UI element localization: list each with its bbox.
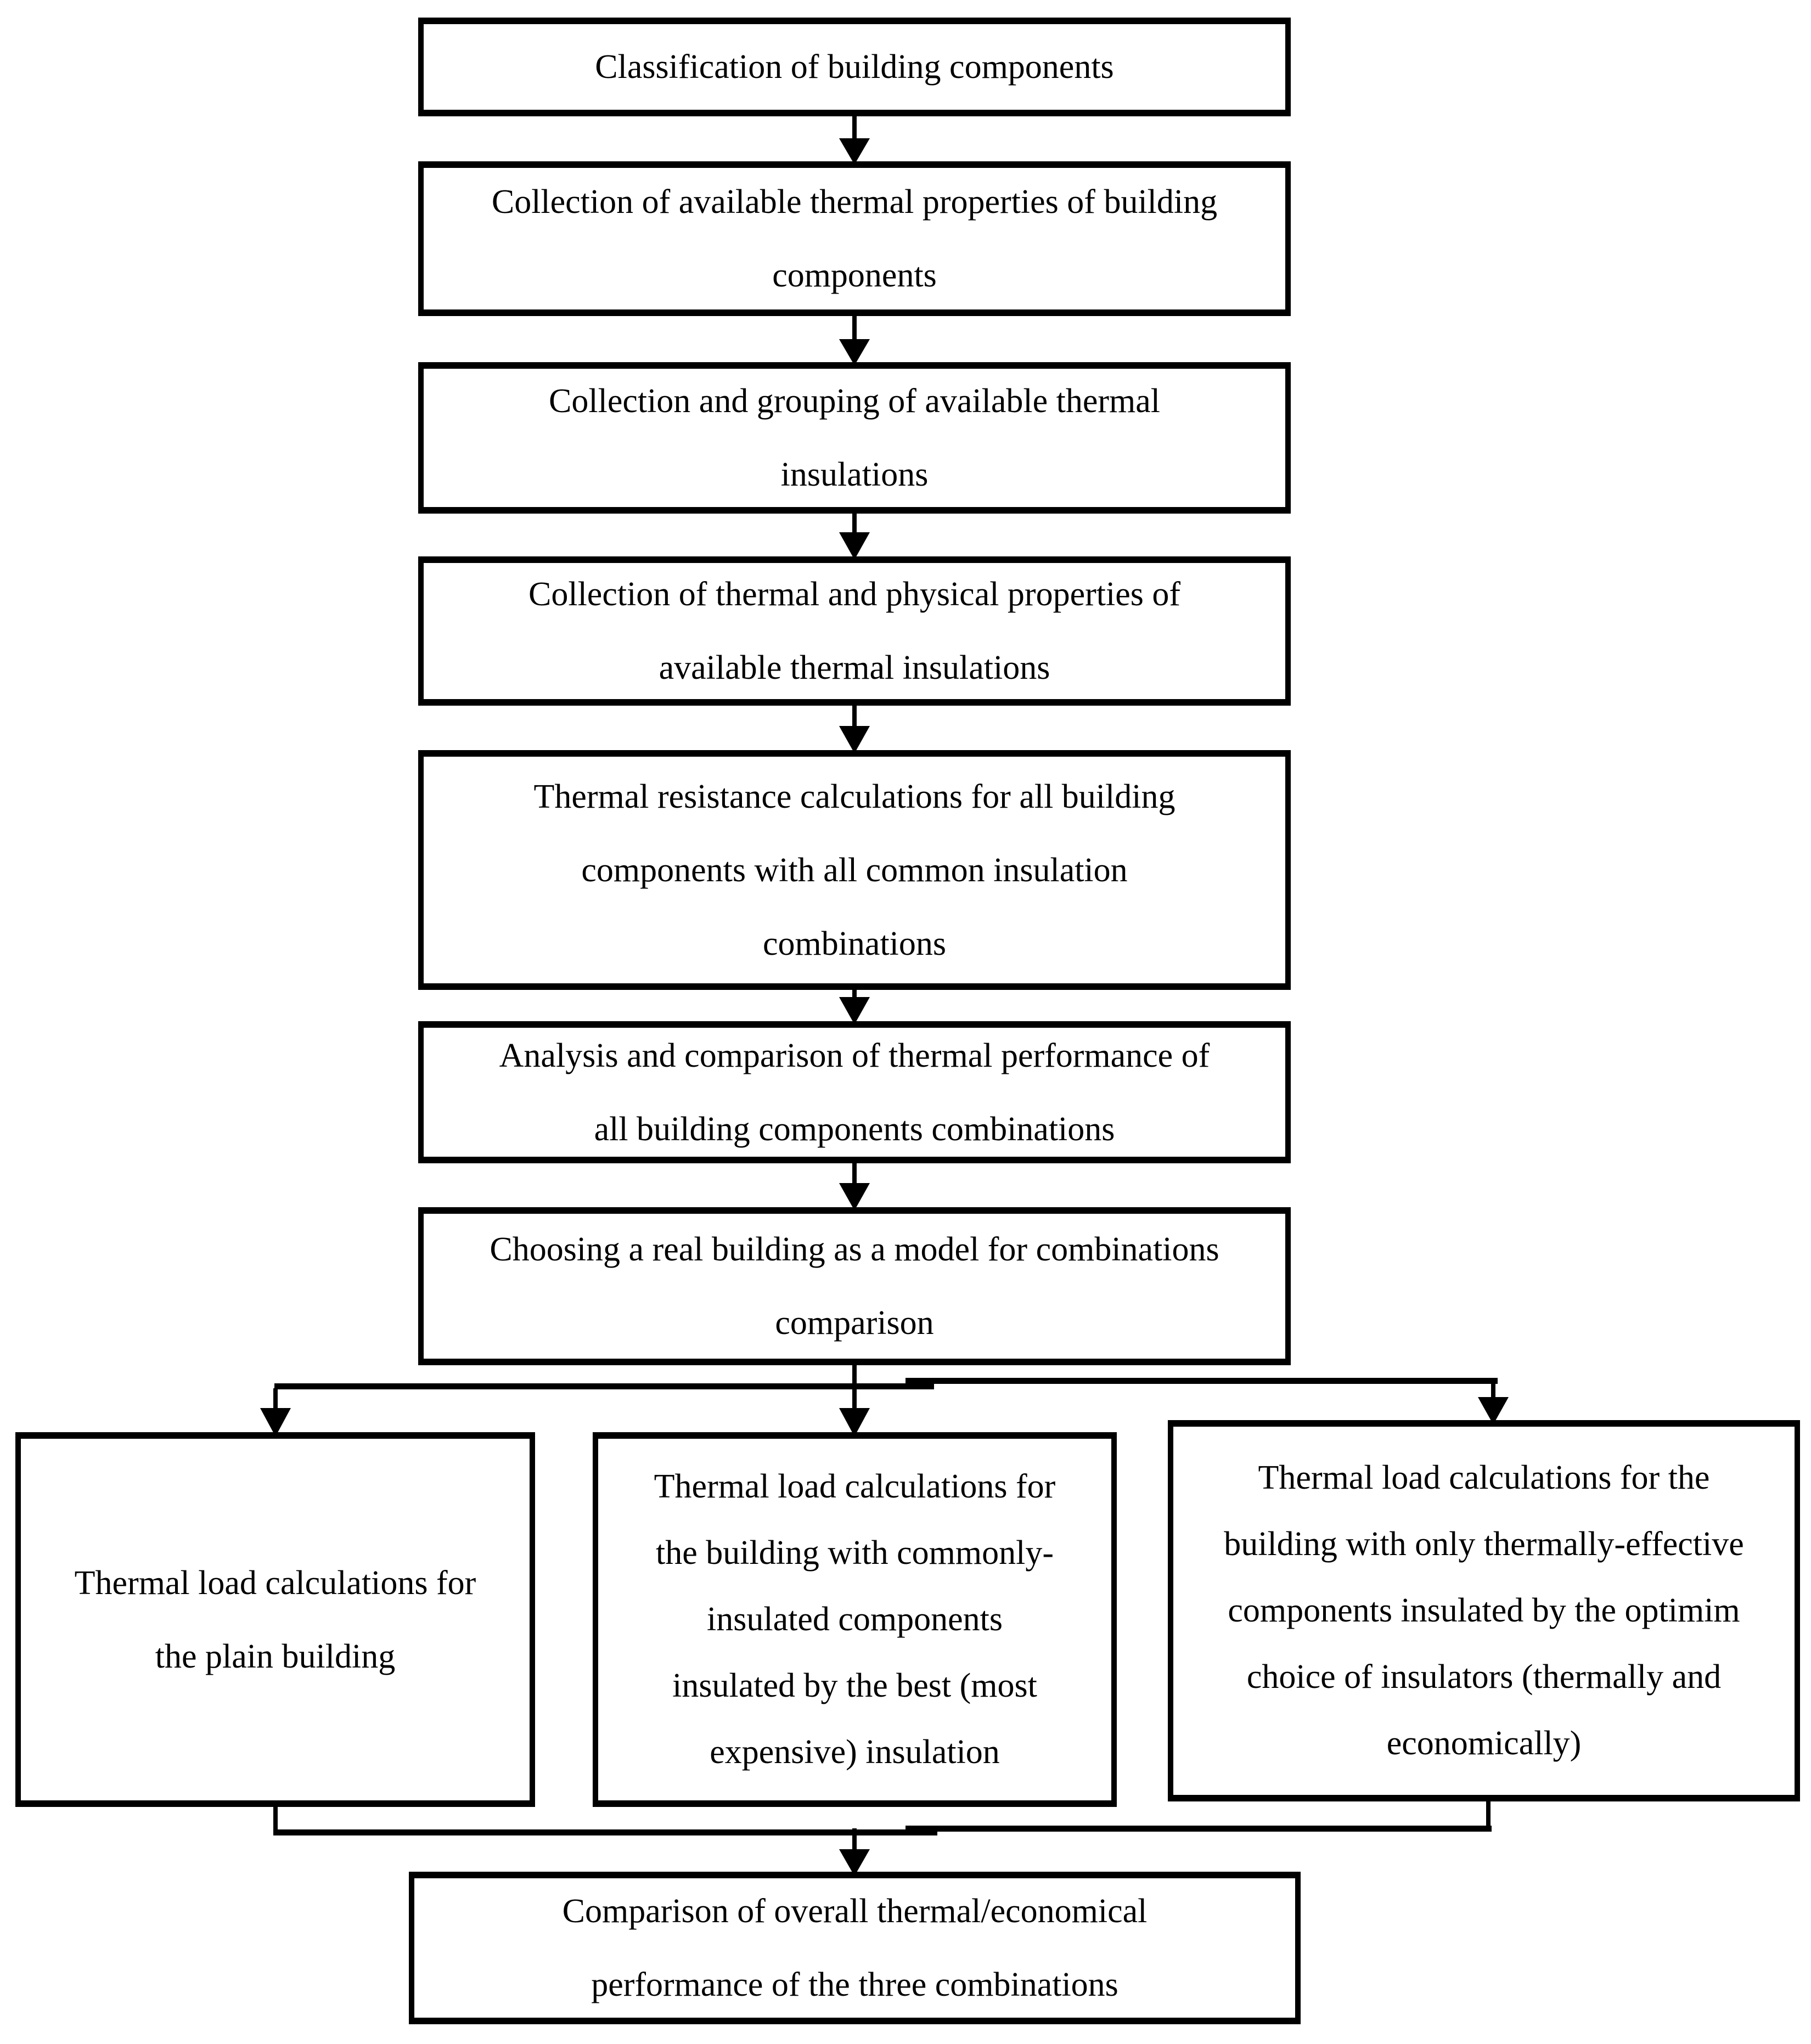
flow-step-text: Choosing a real building as a model for … bbox=[490, 1231, 1219, 1268]
flow-step-plain-building: Thermal load calculations for the plain … bbox=[15, 1432, 535, 1807]
flow-step-text: components bbox=[772, 257, 937, 294]
arrow-down-icon bbox=[260, 1388, 291, 1437]
arrow-down-icon bbox=[1478, 1382, 1509, 1424]
flow-step-analysis-comparison: Analysis and comparison of thermal perfo… bbox=[418, 1021, 1291, 1163]
flow-step-final-comparison: Comparison of overall thermal/economical… bbox=[409, 1872, 1301, 2024]
flow-step-text: insulations bbox=[780, 456, 929, 493]
flow-step-text: all building components combinations bbox=[594, 1110, 1115, 1148]
flow-step-text: Collection of thermal and physical prope… bbox=[528, 576, 1180, 613]
arrow-down-icon bbox=[839, 113, 870, 165]
flow-step-text: Comparison of overall thermal/economical bbox=[562, 1893, 1148, 1930]
flow-step-collect-insulations: Collection and grouping of available the… bbox=[418, 362, 1291, 514]
flow-step-text: components insulated by the optimim bbox=[1228, 1592, 1740, 1629]
flow-step-text: insulated by the best (most bbox=[672, 1667, 1037, 1704]
arrow-down-icon bbox=[839, 988, 870, 1024]
arrow-down-icon bbox=[839, 1161, 870, 1210]
flow-step-collect-insulation-properties: Collection of thermal and physical prope… bbox=[418, 556, 1291, 706]
flow-step-text: choice of insulators (thermally and bbox=[1246, 1658, 1722, 1696]
flow-step-text: Collection of available thermal properti… bbox=[491, 183, 1218, 221]
flow-step-classification: Classification of building components bbox=[418, 18, 1291, 116]
arrow-down-icon bbox=[839, 1388, 870, 1437]
flow-step-text: Classification of building components bbox=[595, 48, 1114, 86]
flow-step-text: the building with commonly- bbox=[656, 1534, 1054, 1572]
flow-step-text: economically) bbox=[1386, 1725, 1582, 1762]
flow-step-text: Thermal load calculations for the bbox=[1258, 1459, 1710, 1496]
flow-step-text: Thermal load calculations for bbox=[74, 1564, 476, 1602]
flow-step-text: Analysis and comparison of thermal perfo… bbox=[499, 1037, 1210, 1074]
flow-step-text: performance of the three combinations bbox=[591, 1966, 1118, 2003]
flow-step-text: Collection and grouping of available the… bbox=[549, 382, 1160, 420]
flow-step-collect-component-properties: Collection of available thermal properti… bbox=[418, 161, 1291, 316]
arrow-down-icon bbox=[839, 314, 870, 365]
merge-connector-line bbox=[273, 1799, 1492, 1835]
flow-step-text: the plain building bbox=[155, 1637, 396, 1675]
flow-step-text: Thermal load calculations for bbox=[654, 1468, 1056, 1505]
flow-step-commonly-insulated-building: Thermal load calculations for the buildi… bbox=[593, 1432, 1117, 1807]
flow-step-text: combinations bbox=[762, 925, 947, 962]
flow-step-text: building with only thermally-effective bbox=[1224, 1525, 1744, 1563]
arrow-down-icon bbox=[839, 703, 870, 753]
flow-step-text: available thermal insulations bbox=[659, 649, 1050, 686]
flow-step-text: expensive) insulation bbox=[710, 1733, 1000, 1771]
branch-connector-line bbox=[274, 1361, 1498, 1390]
arrow-down-icon bbox=[839, 511, 870, 560]
arrow-down-icon bbox=[839, 1828, 870, 1876]
flow-step-thermally-effective-building: Thermal load calculations for the buildi… bbox=[1168, 1420, 1800, 1801]
flow-step-text: Thermal resistance calculations for all … bbox=[533, 778, 1176, 815]
flow-step-thermal-resistance-calculations: Thermal resistance calculations for all … bbox=[418, 750, 1291, 990]
flow-step-text: insulated components bbox=[707, 1601, 1003, 1638]
flow-step-text: comparison bbox=[775, 1304, 934, 1342]
flow-step-text: components with all common insulation bbox=[581, 851, 1128, 889]
flow-step-choose-model-building: Choosing a real building as a model for … bbox=[418, 1207, 1291, 1365]
